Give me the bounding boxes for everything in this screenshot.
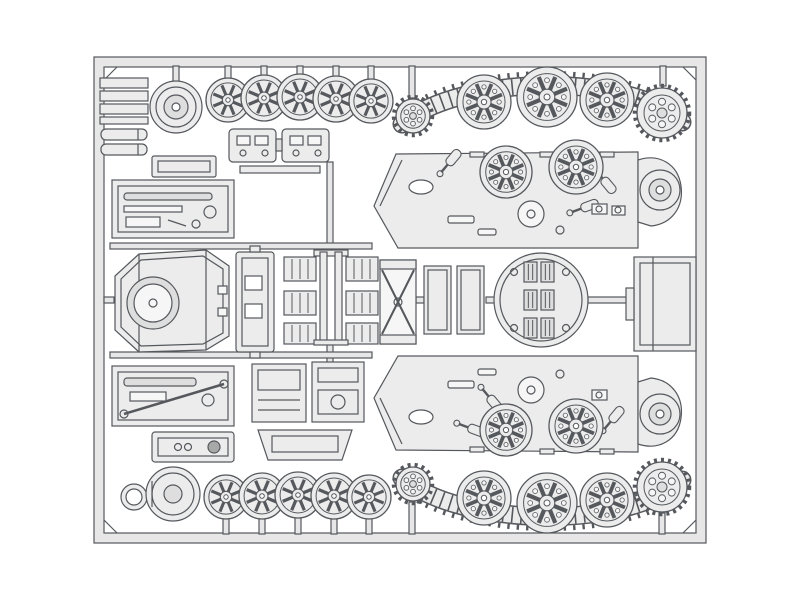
- road-wheel: [456, 74, 512, 130]
- turret-shell: [114, 249, 230, 353]
- exhaust-mufflers: [100, 128, 148, 156]
- road-wheel: [348, 78, 394, 124]
- hull-side-lower: [373, 355, 682, 457]
- engine-block: [283, 249, 379, 346]
- shock-absorber: [599, 405, 625, 435]
- drive-sprocket: [391, 462, 435, 506]
- rear-plate: [625, 256, 697, 352]
- road-wheels-top: [205, 73, 394, 124]
- leaf-spring-stack: [99, 77, 149, 125]
- road-wheel: [203, 474, 249, 520]
- hull-side-upper: [373, 139, 682, 249]
- final-gear-housing: [493, 252, 589, 348]
- road-wheel: [456, 470, 512, 526]
- drive-sprocket: [632, 83, 692, 143]
- road-wheels-bottom: [203, 471, 392, 520]
- hull-panels: [423, 265, 485, 335]
- road-wheel: [276, 73, 324, 121]
- hatch-ring: [120, 483, 148, 511]
- road-wheel: [310, 472, 358, 520]
- road-wheel: [346, 474, 392, 520]
- road-wheel: [548, 139, 604, 195]
- turret-base-drum: [145, 466, 201, 522]
- cross-brace: [379, 259, 417, 345]
- fender-tool-rack-top: [111, 179, 235, 239]
- road-wheel: [240, 74, 288, 122]
- track-run-top: [391, 66, 692, 143]
- road-wheel: [479, 403, 533, 457]
- road-wheel: [516, 472, 578, 534]
- road-wheel: [579, 472, 635, 528]
- fender-tool-rack-bottom: [111, 365, 235, 427]
- track-run-bottom: [391, 457, 692, 534]
- road-wheel: [479, 145, 533, 199]
- hull-tub-tray: [257, 429, 353, 461]
- idler-hub: [149, 80, 203, 134]
- engine-hatches: [228, 128, 330, 174]
- road-wheel: [579, 72, 635, 128]
- road-wheel: [205, 77, 251, 123]
- drive-sprocket: [632, 457, 692, 517]
- road-wheel: [548, 398, 604, 454]
- road-wheel: [516, 66, 578, 128]
- ammo-box: [151, 431, 235, 463]
- shock-absorber: [436, 148, 462, 178]
- drive-sprocket: [391, 94, 435, 138]
- stowage-box: [151, 155, 217, 178]
- glacis-boxes: [251, 361, 365, 423]
- hatch-plate: [235, 245, 275, 359]
